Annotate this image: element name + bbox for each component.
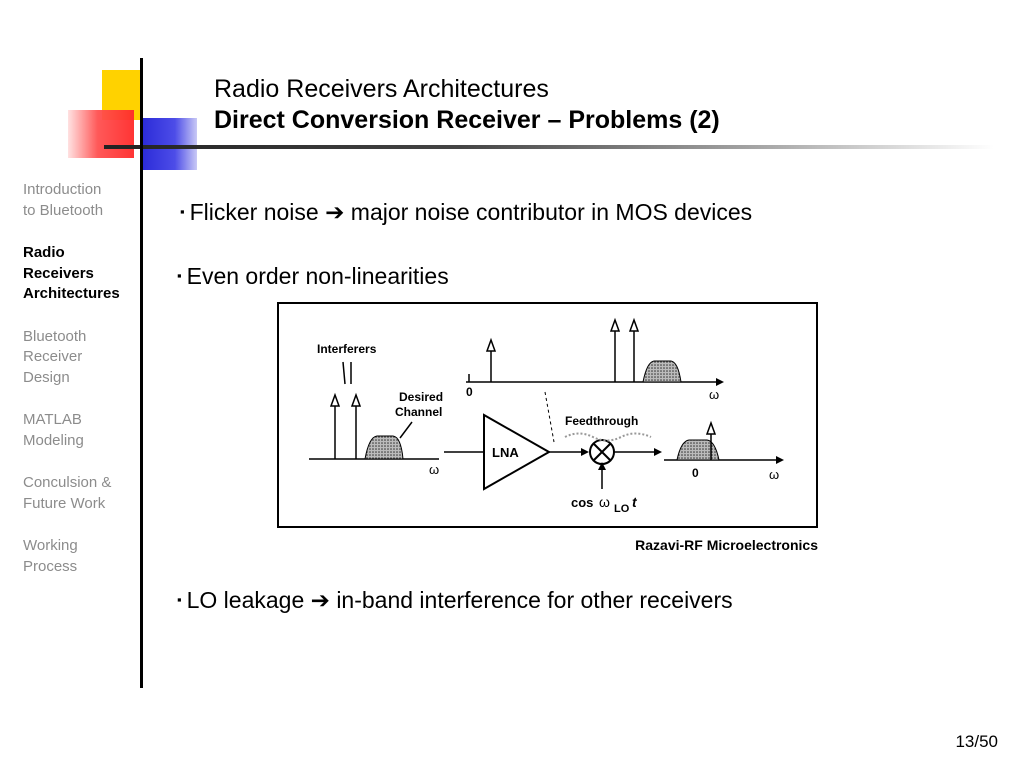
omega-label-input: ω [429,462,439,477]
dc-offset-tone-head [705,420,717,435]
sidebar-item-label: Architectures [23,285,120,302]
bullet-flicker-noise: ▪ Flicker noise ➔ major noise contributor… [180,199,752,226]
sidebar-item-matlab[interactable]: MATLAB Modeling [23,410,141,451]
sidebar-item-label: Receiver [23,348,83,365]
baseband-zero-label: 0 [692,466,699,480]
feedthrough-label: Feedthrough [565,414,638,428]
page-number: 13/50 [955,732,998,751]
bullet-marker: ▪ [180,204,185,219]
sidebar-item-label: Conculsion & [23,474,112,491]
sidebar-nav: Introduction to Bluetooth Radio Receiver… [23,180,141,599]
decor-red-square [68,110,134,158]
sidebar-item-label: Design [23,368,70,386]
arrow-right-icon: ➔ [325,199,345,225]
bullet-text: major noise contributor in MOS devices [350,199,753,225]
feedthrough-wave [564,432,652,442]
top-zero-label: 0 [466,385,473,399]
bullet-text: LO leakage [186,587,305,613]
bullet-text: in-band interference for other receivers [336,587,733,613]
omega-label-baseband: ω [769,467,779,482]
lna-output-spectrum: 0 ω [466,317,724,402]
bullet-marker: ▪ [177,592,182,607]
sidebar-item-label: Future Work [23,494,106,512]
signal-chain: LNA cos ω LO t Feedthrough [444,391,662,515]
sidebar-item-label: Receivers [23,264,94,282]
lo-label-cos: cos [571,495,593,510]
decor-blue-square [142,118,197,170]
input-spectrum: Interferers Desired Channel ω [309,342,443,477]
interferer-2-head [350,392,362,407]
desired-label-1: Desired [399,390,443,404]
sidebar-item-label: Modeling [23,431,84,449]
interferers-label: Interferers [317,342,377,356]
bullet-marker: ▪ [177,268,182,283]
lna-symbol [483,413,552,491]
bullet-text: Even order non-linearities [186,263,449,289]
top-interferer-2-head [628,317,640,332]
sidebar-divider [140,58,143,688]
receiver-diagram: Interferers Desired Channel ω LNA cos ω … [277,302,818,528]
lna-label: LNA [492,445,519,460]
top-interferer-1-head [609,317,621,332]
section-title: Radio Receivers Architectures [214,75,549,103]
sidebar-item-bluetooth-receiver[interactable]: Bluetooth Receiver Design [23,327,141,389]
sidebar-item-introduction[interactable]: Introduction to Bluetooth [23,180,141,221]
mixer-output-arrow [654,448,662,456]
lo-label-t: t [632,494,638,510]
top-low-tone-head [485,337,497,352]
interferer-pointer-1 [342,361,346,385]
lo-input-arrow [598,462,606,470]
desired-pointer [399,421,413,439]
slide-header: Radio Receivers Architectures Direct Con… [214,74,720,136]
desired-label-2: Channel [395,405,442,419]
sidebar-item-conclusion[interactable]: Conculsion & Future Work [23,473,141,514]
sidebar-item-label: Radio [23,244,65,261]
baseband-axis-arrow [776,456,784,464]
feedthrough-path [544,391,555,443]
desired-channel-band [364,435,404,460]
slide-title: Direct Conversion Receiver – Problems (2… [214,106,720,134]
sidebar-item-label: Working [23,537,78,554]
omega-label-top: ω [709,387,719,402]
lo-label-omega: ω [599,494,610,510]
sidebar-item-label: Introduction [23,181,102,198]
baseband-channel [676,439,720,461]
sidebar-item-working-process[interactable]: Working Process [23,536,141,577]
interferer-1-head [329,392,341,407]
sidebar-item-label: Bluetooth [23,327,87,345]
arrow-right-icon: ➔ [310,587,330,613]
header-rule [104,145,994,149]
top-channel-band [642,360,682,383]
lo-label-sub: LO [614,503,630,515]
baseband-spectrum: 0 ω [664,420,784,482]
sidebar-item-label: to Bluetooth [23,201,104,219]
sidebar-item-label: Process [23,557,78,575]
figure-caption: Razavi-RF Microelectronics [635,537,818,553]
top-axis-arrow [716,378,724,386]
sidebar-item-radio-receivers[interactable]: Radio Receivers Architectures [23,243,141,305]
mixer-input-arrow [581,448,589,456]
receiver-diagram-svg: Interferers Desired Channel ω LNA cos ω … [309,317,784,515]
bullet-even-order: ▪ Even order non-linearities [177,263,449,290]
bullet-text: Flicker noise [189,199,319,225]
mixer-cross-2 [592,442,612,462]
sidebar-item-label: MATLAB [23,411,82,428]
bullet-lo-leakage: ▪ LO leakage ➔ in-band interference for o… [177,587,733,614]
